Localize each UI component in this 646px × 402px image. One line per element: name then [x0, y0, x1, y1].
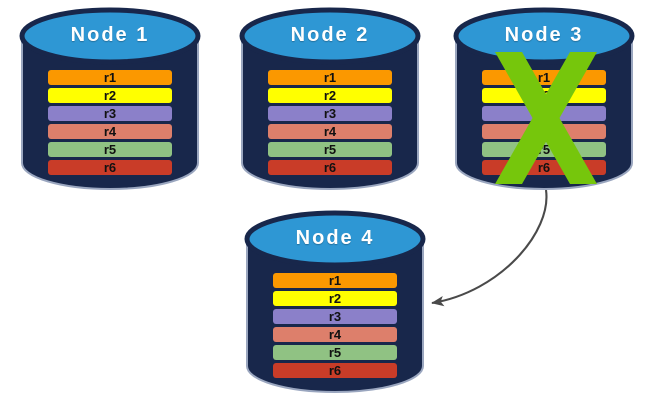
row-r4[interactable]: r4 [482, 124, 606, 139]
row-r4[interactable]: r4 [268, 124, 392, 139]
row-r2[interactable]: r2 [482, 88, 606, 103]
row-label: r1 [323, 70, 337, 85]
node-2-rows: r1 r2 r3 r4 r5 r6 [240, 70, 420, 178]
row-r5[interactable]: r5 [268, 142, 392, 157]
row-r3[interactable]: r3 [48, 106, 172, 121]
row-label: r1 [103, 70, 117, 85]
row-label: r1 [537, 70, 551, 85]
row-label: r1 [328, 273, 342, 288]
row-label: r5 [537, 142, 551, 157]
row-label: r6 [323, 160, 337, 175]
row-r3[interactable]: r3 [273, 309, 397, 324]
row-label: r2 [323, 88, 337, 103]
row-label: r4 [323, 124, 337, 139]
row-label: r6 [328, 363, 342, 378]
row-r2[interactable]: r2 [48, 88, 172, 103]
row-label: r3 [537, 106, 551, 121]
row-r2[interactable]: r2 [273, 291, 397, 306]
row-label: r2 [103, 88, 117, 103]
row-r3[interactable]: r3 [482, 106, 606, 121]
row-label: r2 [537, 88, 551, 103]
row-r1[interactable]: r1 [273, 273, 397, 288]
row-r5[interactable]: r5 [482, 142, 606, 157]
row-r5[interactable]: r5 [48, 142, 172, 157]
row-label: r3 [103, 106, 117, 121]
row-label: r5 [323, 142, 337, 157]
row-r2[interactable]: r2 [268, 88, 392, 103]
cylinder-top [244, 210, 426, 268]
row-label: r4 [328, 327, 342, 342]
row-r6[interactable]: r6 [482, 160, 606, 175]
row-r1[interactable]: r1 [48, 70, 172, 85]
row-r1[interactable]: r1 [482, 70, 606, 85]
cylinder-top [239, 7, 421, 65]
cylinder-top [19, 7, 201, 65]
row-label: r6 [537, 160, 551, 175]
row-label: r5 [103, 142, 117, 157]
row-label: r4 [103, 124, 117, 139]
row-r1[interactable]: r1 [268, 70, 392, 85]
row-r6[interactable]: r6 [273, 363, 397, 378]
node-1-rows: r1 r2 r3 r4 r5 r6 [20, 70, 200, 178]
row-r6[interactable]: r6 [48, 160, 172, 175]
row-label: r2 [328, 291, 342, 306]
row-label: r3 [328, 309, 342, 324]
node-4-rows: r1 r2 r3 r4 r5 r6 [245, 273, 425, 381]
row-r4[interactable]: r4 [48, 124, 172, 139]
row-label: r5 [328, 345, 342, 360]
row-r5[interactable]: r5 [273, 345, 397, 360]
row-label: r3 [323, 106, 337, 121]
row-r6[interactable]: r6 [268, 160, 392, 175]
row-label: r6 [103, 160, 117, 175]
row-r3[interactable]: r3 [268, 106, 392, 121]
row-r4[interactable]: r4 [273, 327, 397, 342]
row-label: r4 [537, 124, 551, 139]
cylinder-top [453, 7, 635, 65]
node-3-rows: r1 r2 r3 r4 r5 r6 [454, 70, 634, 178]
